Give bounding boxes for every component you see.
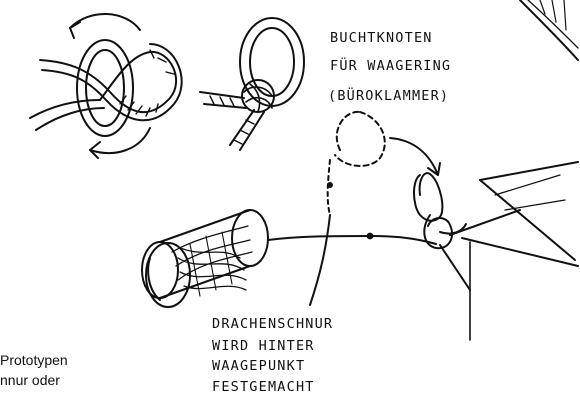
line-reel-illustration [142,210,436,307]
line-caption-line-1: DRACHENSCHNUR [212,316,333,332]
knot-caption-line-3: (BÜROKLAMMER) [328,88,449,104]
kite-sail-illustration [462,0,578,340]
body-text-line-1: Prototypen [0,352,96,368]
body-text-line-2: nnur oder [0,372,96,388]
bridle-ring-illustration [328,112,520,290]
line-caption-line-2: WIRD HINTER [212,338,315,354]
line-caption-line-4: FESTGEMACHT [212,379,315,395]
knot-caption-line-1: BUCHTKNOTEN [330,30,433,46]
line-caption-line-3: WAAGEPUNKT [212,358,305,374]
knot-caption-line-2: FÜR WAAGERING [330,58,451,74]
knot-step-2-illustration [200,18,304,150]
knot-step-1-illustration [30,14,182,158]
